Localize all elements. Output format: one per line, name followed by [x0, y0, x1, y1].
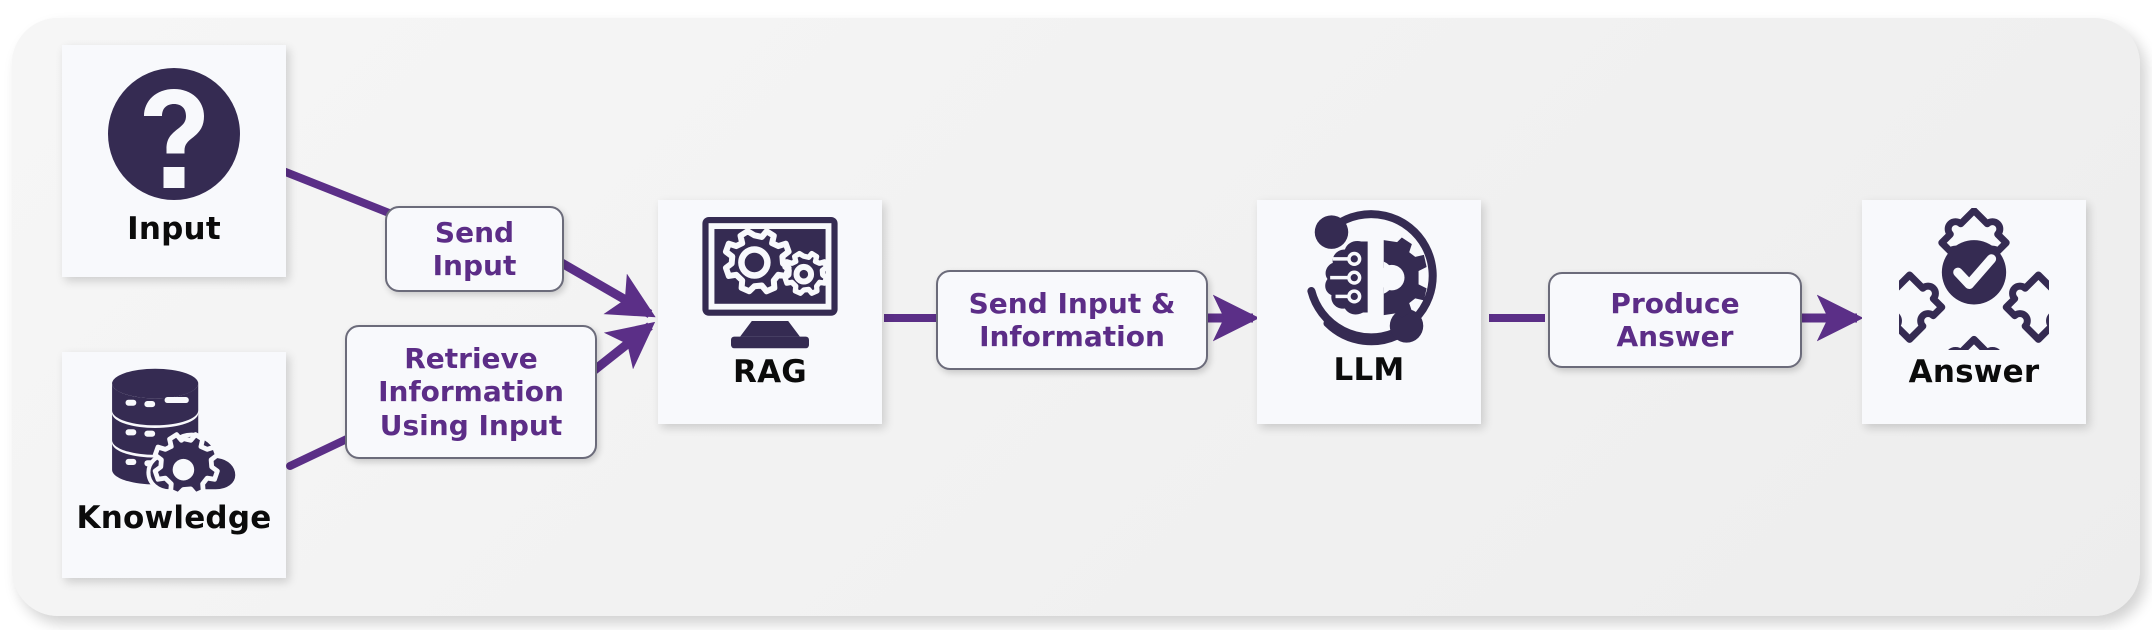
puzzle-check-icon — [1899, 208, 2049, 350]
edge-label-send-input-and-info-text: Send Input & Information — [968, 286, 1176, 353]
edge-label-retrieve-info[interactable]: Retrieve Information Using Input — [345, 325, 597, 459]
edge-label-produce-answer[interactable]: Produce Answer — [1548, 272, 1802, 368]
edge-arrow-retrieve-to-rag — [589, 321, 656, 376]
node-answer[interactable]: Answer — [1862, 200, 2086, 424]
database-cloud-gear-icon — [112, 368, 240, 497]
node-rag[interactable]: RAG — [658, 200, 882, 424]
node-llm[interactable]: LLM — [1257, 200, 1481, 424]
edge-label-produce-answer-text: Produce Answer — [1610, 286, 1740, 353]
edge-label-retrieve-info-text: Retrieve Information Using Input — [378, 342, 564, 442]
node-llm-label: LLM — [1333, 352, 1405, 388]
edge-label-send-input[interactable]: Send Input — [385, 206, 564, 292]
brain-gear-orbit-icon — [1307, 210, 1437, 346]
edge-line-input-to-sendinput — [279, 167, 393, 217]
node-rag-label: RAG — [733, 354, 807, 390]
node-knowledge-label: Knowledge — [76, 500, 272, 536]
question-mark-circle-icon — [108, 68, 240, 200]
node-input-label: Input — [127, 211, 221, 247]
monitor-gears-icon — [702, 217, 838, 349]
edge-label-send-input-text: Send Input — [432, 215, 517, 282]
edge-arrow-sendinput-to-rag — [557, 258, 656, 318]
edge-label-send-input-and-info[interactable]: Send Input & Information — [936, 270, 1208, 370]
edge-line-knowledge-to-retrieve — [286, 434, 353, 470]
node-input[interactable]: Input — [62, 45, 286, 277]
node-knowledge[interactable]: Knowledge — [62, 352, 286, 578]
node-answer-label: Answer — [1908, 354, 2040, 390]
